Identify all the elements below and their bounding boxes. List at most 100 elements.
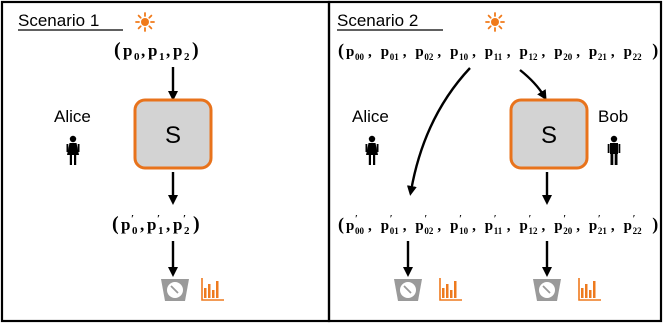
- svg-text:,: ,: [542, 44, 546, 60]
- svg-text:,: ,: [140, 215, 144, 234]
- vector-subscript: 02: [424, 226, 434, 236]
- svg-text:p: p: [147, 215, 156, 234]
- bar-chart-icon: [578, 277, 602, 301]
- svg-text:p: p: [624, 218, 632, 234]
- alice-label-2: Alice: [352, 107, 389, 126]
- vector-subscript: 00: [355, 226, 365, 236]
- svg-text:′: ′: [598, 214, 601, 225]
- svg-text:2: 2: [184, 225, 190, 237]
- svg-text:′: ′: [459, 214, 462, 225]
- svg-text:p: p: [381, 218, 389, 234]
- alice-label-1: Alice: [54, 107, 91, 126]
- vector-subscript: 12: [529, 52, 539, 62]
- scenario1-title: Scenario 1: [18, 11, 99, 30]
- meter-icon: [393, 278, 423, 302]
- svg-text:p: p: [485, 218, 493, 234]
- source-box-1-label: S: [165, 122, 181, 149]
- vector-subscript: 01: [390, 226, 400, 236]
- svg-text:2: 2: [184, 51, 190, 63]
- vector-subscript: 21: [598, 52, 608, 62]
- vector-subscript: 11: [494, 226, 503, 236]
- source-box-2: [509, 98, 589, 170]
- svg-text:p: p: [520, 44, 528, 60]
- svg-text:p: p: [173, 41, 182, 60]
- source-box-2-label: S: [541, 122, 557, 149]
- source-box-1: [133, 98, 213, 170]
- svg-text:,: ,: [166, 215, 170, 234]
- svg-text:(: (: [112, 213, 119, 235]
- svg-text:p: p: [554, 44, 562, 60]
- arrow-to-alice: [406, 67, 471, 196]
- svg-text:): ): [652, 40, 658, 61]
- svg-text:,: ,: [368, 218, 372, 234]
- svg-text:′: ′: [183, 213, 186, 225]
- svg-text:′: ′: [131, 213, 134, 225]
- svg-text:′: ′: [563, 214, 566, 225]
- svg-text:1: 1: [158, 225, 164, 237]
- vector-subscript: 20: [563, 52, 573, 62]
- svg-text:,: ,: [576, 44, 580, 60]
- svg-text:,: ,: [611, 44, 615, 60]
- svg-text:,: ,: [403, 218, 407, 234]
- svg-text:p: p: [589, 44, 597, 60]
- scenario2-panel: [327, 0, 663, 323]
- svg-text:,: ,: [403, 44, 407, 60]
- bob-person-icon: [607, 135, 621, 165]
- vector-subscript: 12: [529, 226, 539, 236]
- svg-text:,: ,: [507, 218, 511, 234]
- svg-text:,: ,: [166, 41, 170, 60]
- vector-subscript: 02: [424, 52, 434, 62]
- svg-text:p: p: [415, 218, 423, 234]
- svg-text:,: ,: [576, 218, 580, 234]
- scenario2-output-vector: (p′00,p′01,p′02,p′10,p′11,p′12,p′20,p′21…: [338, 214, 658, 236]
- sun-icon: [485, 12, 505, 32]
- scenario2-title: Scenario 2: [337, 11, 418, 30]
- svg-text:p: p: [123, 41, 132, 60]
- svg-text:(: (: [114, 39, 121, 61]
- scenario1-output-vector: ( p′0 , p′1 , p′2 ): [112, 213, 200, 237]
- alice-person-icon: [365, 135, 379, 165]
- bob-label: Bob: [598, 107, 628, 126]
- svg-text:(: (: [338, 214, 344, 235]
- meter-icon: [532, 278, 562, 302]
- vector-subscript: 01: [390, 52, 400, 62]
- svg-text:(: (: [338, 40, 344, 61]
- svg-text:′: ′: [390, 214, 393, 225]
- svg-text:′: ′: [529, 214, 532, 225]
- vector-subscript: 10: [459, 226, 469, 236]
- vector-subscript: 11: [494, 52, 503, 62]
- svg-text:p: p: [121, 215, 130, 234]
- vector-subscript: 10: [459, 52, 469, 62]
- svg-text:,: ,: [437, 44, 441, 60]
- svg-text:p: p: [520, 218, 528, 234]
- svg-text:p: p: [346, 44, 354, 60]
- vector-subscript: 20: [563, 226, 573, 236]
- svg-text:): ): [193, 213, 200, 235]
- svg-text:p: p: [485, 44, 493, 60]
- svg-text:p: p: [624, 44, 632, 60]
- bar-chart-icon: [201, 277, 225, 301]
- svg-text:,: ,: [507, 44, 511, 60]
- svg-text:′: ′: [494, 214, 497, 225]
- meter-icon: [160, 278, 190, 302]
- svg-text:p: p: [554, 218, 562, 234]
- svg-text:′: ′: [424, 214, 427, 225]
- svg-text:p: p: [148, 41, 157, 60]
- svg-text:,: ,: [141, 41, 145, 60]
- svg-text:p: p: [450, 44, 458, 60]
- svg-text:,: ,: [437, 218, 441, 234]
- vector-subscript: 22: [633, 226, 643, 236]
- svg-text:0: 0: [134, 51, 140, 63]
- svg-text:p: p: [415, 44, 423, 60]
- svg-text:): ): [192, 39, 199, 61]
- svg-text:,: ,: [368, 44, 372, 60]
- svg-text:p: p: [346, 218, 354, 234]
- svg-text:p: p: [450, 218, 458, 234]
- svg-text:): ): [652, 214, 658, 235]
- bar-chart-icon: [439, 277, 463, 301]
- svg-text:′: ′: [355, 214, 358, 225]
- svg-text:,: ,: [542, 218, 546, 234]
